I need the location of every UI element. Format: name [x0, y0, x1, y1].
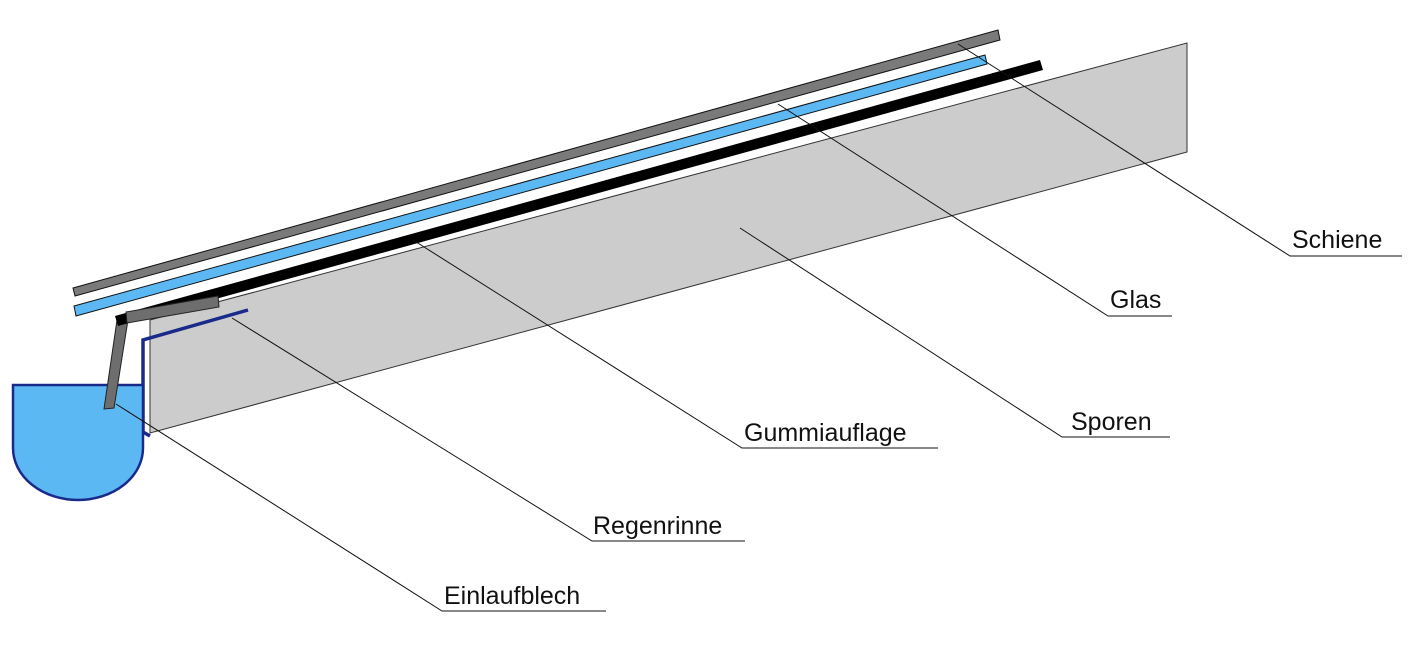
- schiene-rail: [72, 29, 1001, 297]
- support-block: [125, 295, 220, 324]
- glas-pane: [73, 54, 988, 317]
- gummiauflage-strip: [115, 60, 1043, 326]
- sporen-leader: [739, 227, 1170, 438]
- regenrinne-label: Regenrinne: [593, 512, 722, 540]
- gummiauflage-label: Gummiauflage: [744, 419, 907, 447]
- schiene-label: Schiene: [1292, 226, 1382, 254]
- schiene-leader: [957, 43, 1402, 257]
- einlaufblech-leader: [115, 403, 606, 612]
- sporen-label: Sporen: [1071, 408, 1152, 436]
- gummiauflage-leader: [412, 239, 938, 449]
- einlaufblech-label: Einlaufblech: [444, 582, 580, 610]
- sporen-panel: [149, 42, 1188, 434]
- regenrinne-leader: [231, 317, 745, 542]
- glas-label: Glas: [1110, 286, 1161, 314]
- regenrinne-gutter: [11, 383, 145, 502]
- glas-leader: [777, 103, 1172, 317]
